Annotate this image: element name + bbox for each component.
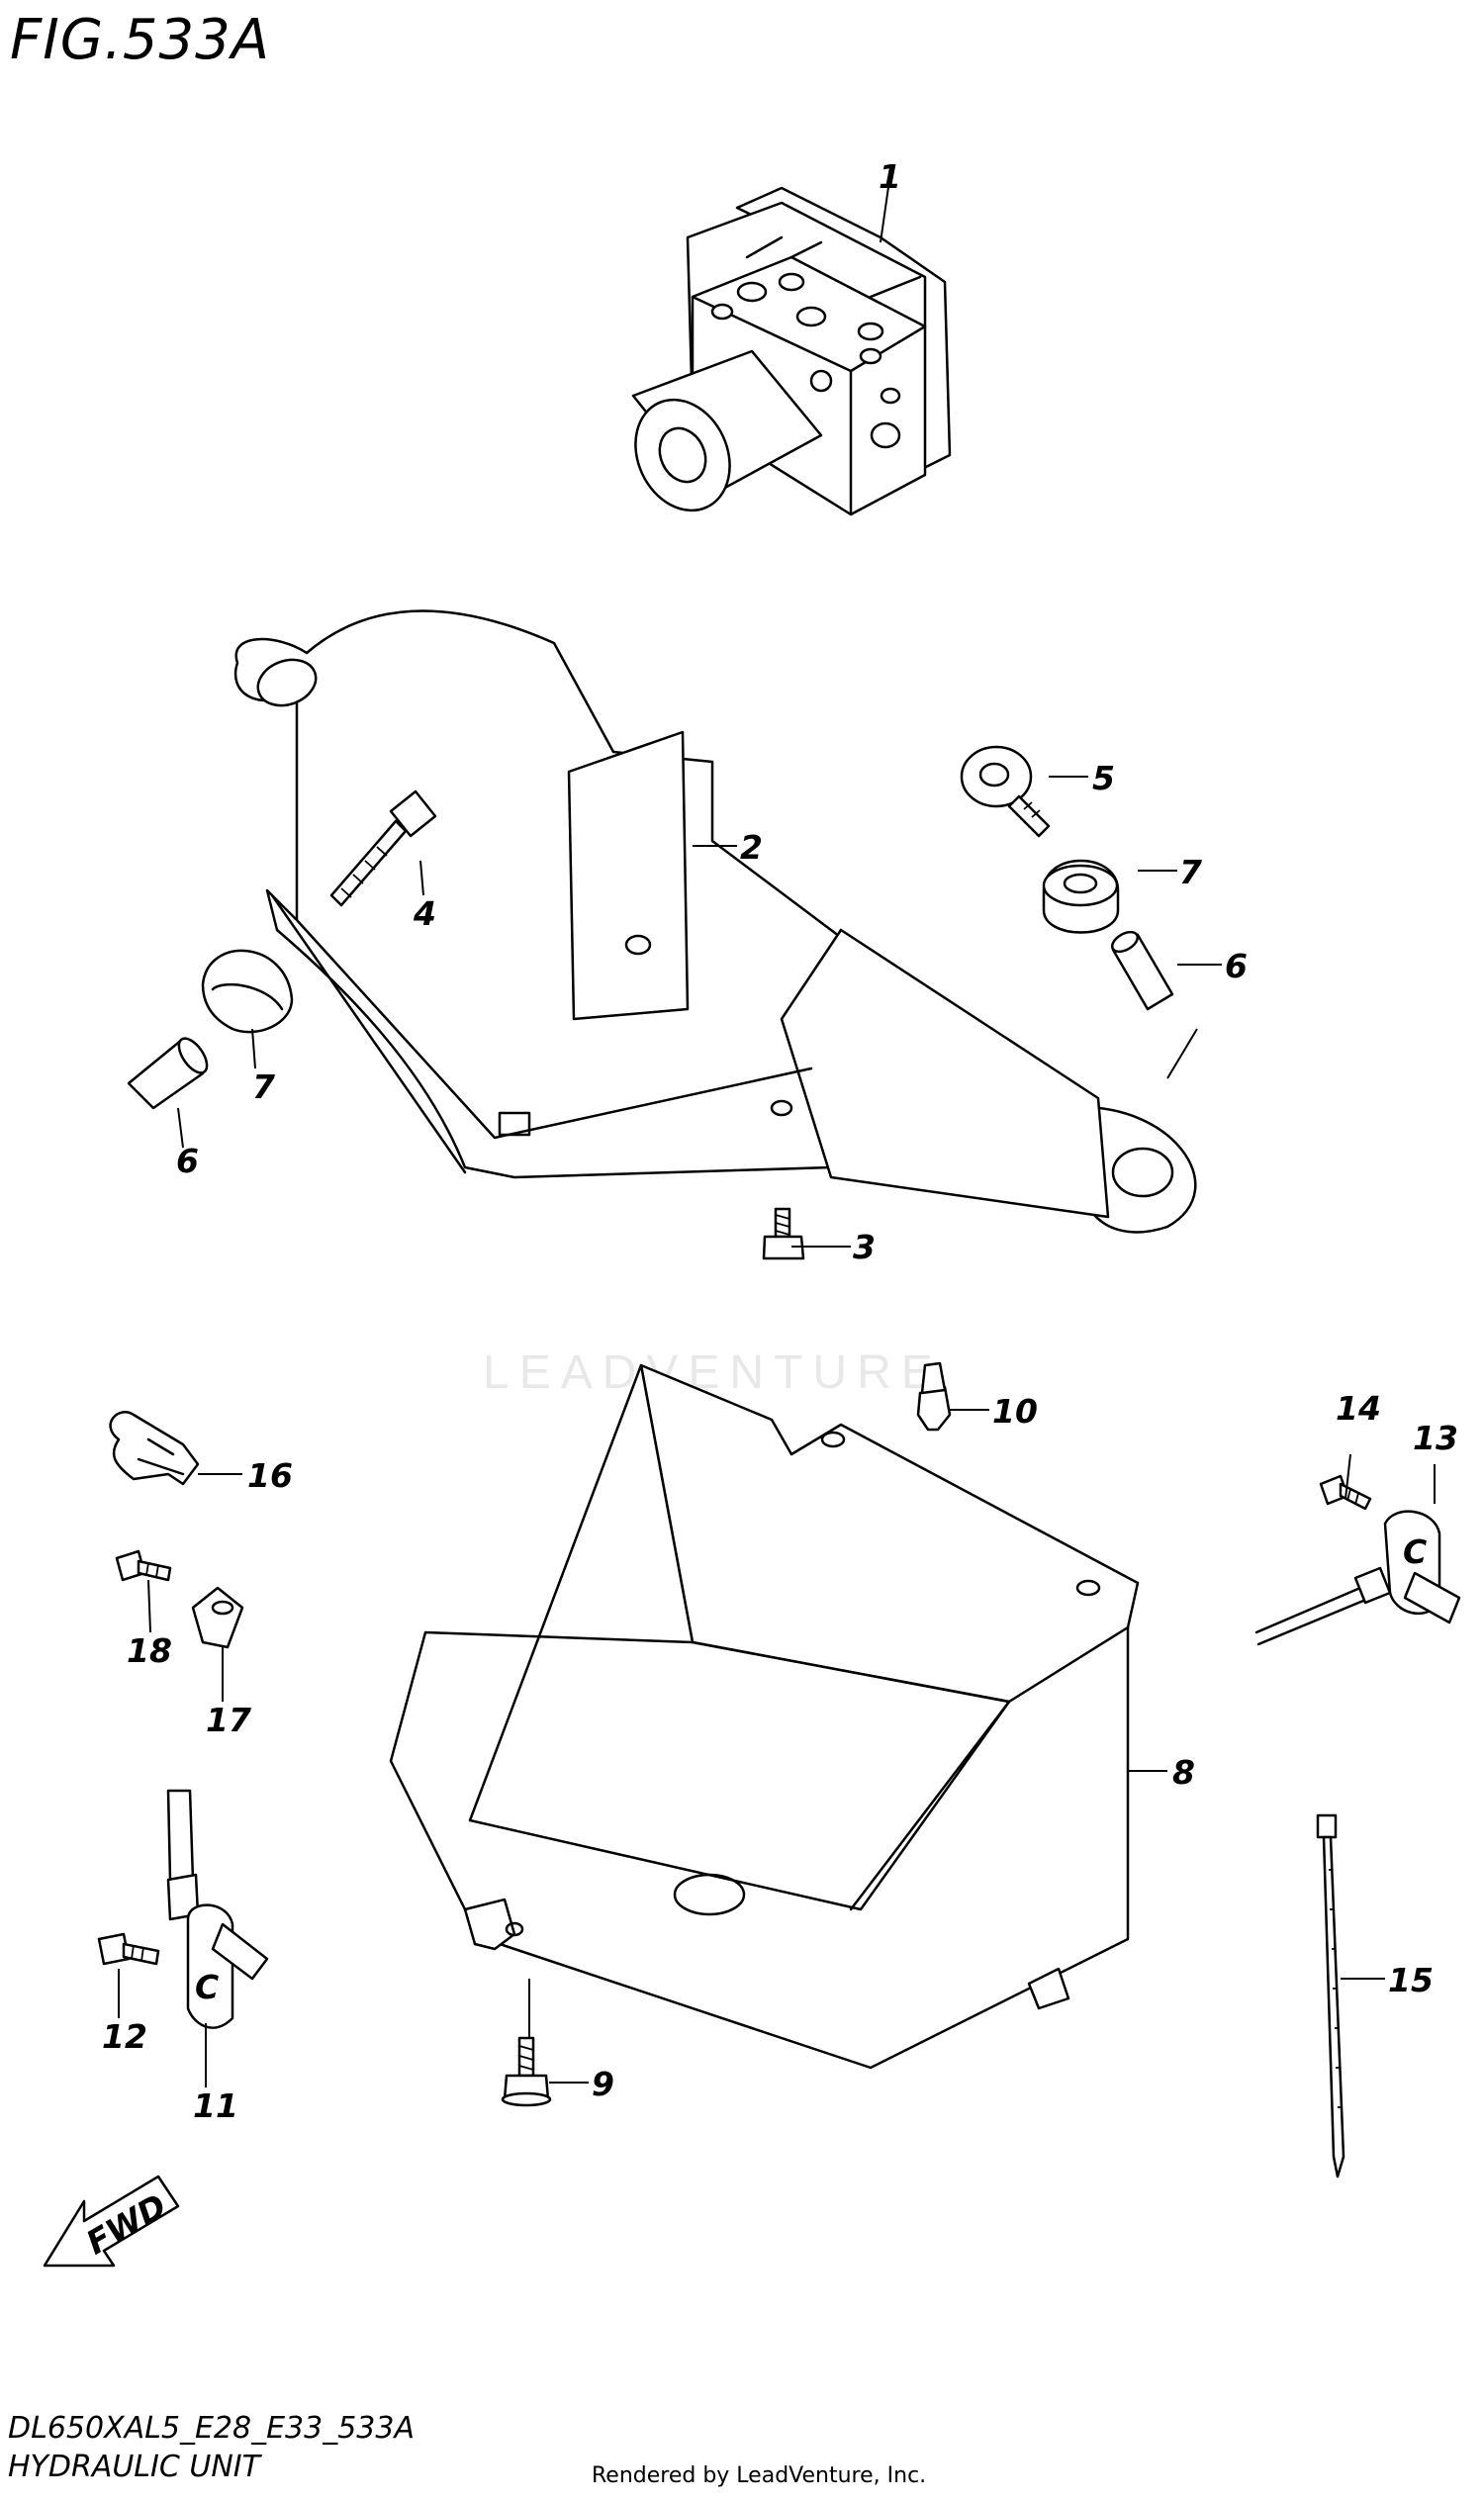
part-8-tray[interactable] — [389, 1363, 1140, 2070]
part-16-clamp[interactable] — [109, 1411, 200, 1486]
callout-6-left[interactable]: 6 — [176, 1142, 199, 1180]
part-7-grommet-left[interactable] — [201, 949, 294, 1034]
part-4-bolt[interactable] — [329, 789, 437, 907]
callout-7-right[interactable]: 7 — [1179, 853, 1202, 891]
part-15-cable-tie[interactable] — [1316, 1813, 1345, 2179]
leader-lines — [118, 172, 1436, 2087]
model-code: DL650XAL5_E28_E33_533A — [8, 2411, 415, 2446]
callout-1[interactable]: 1 — [879, 157, 901, 196]
part-11-sensor[interactable]: C — [166, 1789, 269, 2029]
callout-7-left[interactable]: 7 — [252, 1067, 275, 1106]
callouts: 1 2 3 4 5 6 6 7 7 8 9 10 11 12 13 14 15 … — [102, 157, 1458, 2125]
callout-17[interactable]: 17 — [206, 1701, 251, 1739]
part-5-bolt[interactable] — [960, 745, 1051, 838]
part-6-collar-left[interactable] — [127, 1034, 213, 1110]
part-9-bolt[interactable] — [501, 2036, 552, 2107]
part-12-bolt[interactable] — [97, 1932, 160, 1966]
credit-text: Rendered by LeadVenture, Inc. — [592, 2463, 927, 2488]
fwd-arrow-icon: FWD — [43, 2175, 180, 2268]
callout-14[interactable]: 14 — [1336, 1389, 1381, 1428]
part-18-bolt[interactable] — [115, 1549, 172, 1582]
part-6-collar-right[interactable] — [1109, 928, 1174, 1011]
part-2-bracket[interactable] — [233, 609, 1197, 1234]
part-10-clip[interactable] — [916, 1361, 952, 1432]
callout-13[interactable]: 13 — [1413, 1419, 1458, 1457]
part-13-c-mark: C — [1403, 1532, 1427, 1571]
part-17-clip[interactable] — [191, 1586, 244, 1649]
callout-9[interactable]: 9 — [592, 2065, 614, 2103]
callout-6-right[interactable]: 6 — [1225, 947, 1248, 985]
callout-12[interactable]: 12 — [102, 2017, 147, 2056]
callout-10[interactable]: 10 — [992, 1392, 1038, 1431]
figure-title: FIG.533A — [10, 8, 271, 72]
callout-8[interactable]: 8 — [1172, 1753, 1195, 1792]
callout-16[interactable]: 16 — [247, 1456, 293, 1495]
part-14-bolt[interactable] — [1319, 1474, 1372, 1511]
callout-3[interactable]: 3 — [853, 1228, 876, 1266]
part-1-hydraulic-unit[interactable] — [618, 186, 952, 526]
unit-name: HYDRAULIC UNIT — [8, 2450, 260, 2484]
callout-5[interactable]: 5 — [1092, 759, 1115, 797]
callout-18[interactable]: 18 — [127, 1631, 172, 1670]
part-3-bolt[interactable] — [762, 1207, 805, 1260]
part-11-c-mark: C — [195, 1968, 219, 2006]
callout-11[interactable]: 11 — [193, 2086, 238, 2125]
callout-15[interactable]: 15 — [1388, 1961, 1434, 1999]
callout-2[interactable]: 2 — [740, 828, 763, 867]
part-13-sensor[interactable]: C — [1254, 1510, 1461, 1646]
callout-4[interactable]: 4 — [413, 894, 436, 933]
part-7-grommet-right[interactable] — [1042, 859, 1120, 934]
watermark: LEADVENTURE — [483, 1346, 943, 1399]
